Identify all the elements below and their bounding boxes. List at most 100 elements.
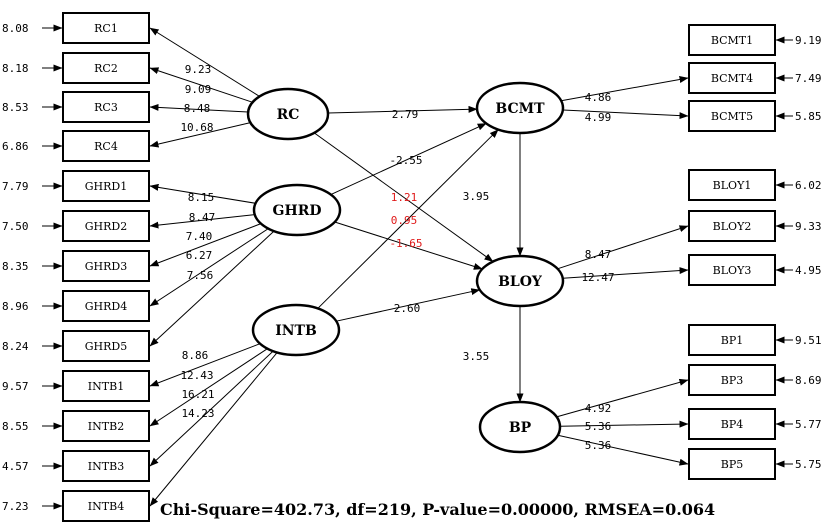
indicator-label: GHRD5	[85, 340, 127, 353]
structural-path	[313, 132, 494, 262]
latent-variable-rc	[246, 87, 330, 141]
error-variance: 6.86	[2, 140, 29, 153]
indicator-box	[62, 290, 150, 322]
error-variance: 9.33	[795, 220, 822, 233]
error-variance: 9.51	[795, 334, 822, 347]
indicator-label: BCMT1	[711, 34, 753, 47]
indicator-box	[62, 490, 150, 522]
indicator-box	[688, 210, 776, 242]
loading-value: 16.21	[181, 388, 214, 401]
indicator-box	[62, 450, 150, 482]
indicator-box	[62, 12, 150, 44]
structural-path	[330, 123, 487, 195]
error-variance: 7.23	[2, 500, 29, 513]
loading-value: 5.36	[585, 439, 612, 452]
path-coefficient: 3.95	[463, 190, 490, 203]
indicator-label: BLOY1	[713, 179, 752, 192]
indicator-box	[62, 210, 150, 242]
indicator-label: RC2	[94, 62, 118, 75]
path-coefficient: 3.55	[463, 350, 490, 363]
loading-arrow	[562, 109, 689, 120]
latent-label: GHRD	[273, 203, 322, 219]
loading-value: 12.43	[180, 369, 213, 382]
path-coefficient: 2.60	[394, 302, 421, 315]
indicator-box	[62, 370, 150, 402]
loading-arrow	[149, 352, 278, 507]
structural-path	[334, 221, 483, 270]
loading-arrow	[557, 434, 689, 466]
loading-value: 8.48	[184, 102, 211, 115]
loading-value: 7.40	[186, 230, 213, 243]
indicator-label: RC4	[94, 140, 118, 153]
latent-variable-ghrd	[252, 183, 342, 237]
loading-value: 8.86	[182, 349, 209, 362]
error-variance: 8.55	[2, 420, 29, 433]
indicator-label: GHRD3	[85, 260, 127, 273]
loading-arrow	[149, 214, 255, 229]
latent-label: BLOY	[498, 274, 543, 290]
indicator-label: GHRD1	[85, 180, 127, 193]
indicator-box	[688, 448, 776, 480]
indicator-box	[62, 330, 150, 362]
indicator-label: INTB1	[88, 380, 124, 393]
indicator-label: INTB3	[88, 460, 124, 473]
indicator-label: BCMT5	[711, 110, 753, 123]
error-variance: 8.08	[2, 22, 29, 35]
loading-arrow	[149, 228, 269, 307]
loading-arrow	[149, 350, 274, 467]
latent-label: RC	[277, 107, 300, 123]
error-variance: 6.02	[795, 179, 822, 192]
indicator-box	[688, 254, 776, 286]
error-variance: 8.18	[2, 62, 29, 75]
indicator-box	[688, 24, 776, 56]
indicator-label: BCMT4	[711, 72, 753, 85]
indicator-label: BP3	[721, 374, 743, 387]
fit-statistics: Chi-Square=402.73, df=219, P-value=0.000…	[160, 500, 715, 519]
error-variance: 8.96	[2, 300, 29, 313]
indicator-label: GHRD2	[85, 220, 127, 233]
loading-arrow	[557, 225, 689, 270]
indicator-box	[62, 170, 150, 202]
indicator-label: BLOY3	[713, 264, 752, 277]
loading-arrow	[149, 230, 275, 347]
loading-arrow	[149, 103, 249, 113]
indicator-label: RC1	[94, 22, 118, 35]
loading-arrow	[149, 67, 253, 103]
loading-value: 9.23	[185, 63, 212, 76]
loading-value: 10.68	[180, 121, 213, 134]
latent-variable-intb	[251, 303, 341, 357]
loading-arrow	[149, 348, 268, 427]
indicator-label: BLOY2	[713, 220, 752, 233]
indicator-box	[62, 410, 150, 442]
path-coefficient: 2.79	[392, 108, 419, 121]
indicator-box	[62, 52, 150, 84]
error-variance: 7.79	[2, 180, 29, 193]
indicator-box	[688, 364, 776, 396]
error-variance: 8.24	[2, 340, 29, 353]
indicator-box	[688, 100, 776, 132]
loading-value: 8.47	[585, 248, 612, 261]
structural-path	[317, 129, 499, 309]
indicator-box	[688, 324, 776, 356]
latent-label: BCMT	[495, 101, 545, 117]
error-variance: 9.19	[795, 34, 822, 47]
error-variance: 9.57	[2, 380, 29, 393]
error-variance: 5.85	[795, 110, 822, 123]
loading-value: 7.56	[187, 269, 214, 282]
loading-value: 12.47	[581, 271, 614, 284]
latent-variable-bcmt	[475, 81, 565, 135]
error-variance: 7.49	[795, 72, 822, 85]
loading-arrow	[149, 183, 256, 204]
indicator-box	[62, 91, 150, 123]
indicator-box	[62, 130, 150, 162]
path-coefficient: -1.65	[389, 237, 422, 250]
latent-variable-bloy	[475, 254, 565, 308]
error-variance: 5.77	[795, 418, 822, 431]
indicator-box	[62, 250, 150, 282]
error-variance: 4.57	[2, 460, 29, 473]
loading-value: 8.15	[188, 191, 215, 204]
loading-arrow	[559, 420, 689, 428]
latent-variable-bp	[478, 400, 562, 454]
indicator-label: BP4	[721, 418, 743, 431]
error-variance: 5.75	[795, 458, 822, 471]
